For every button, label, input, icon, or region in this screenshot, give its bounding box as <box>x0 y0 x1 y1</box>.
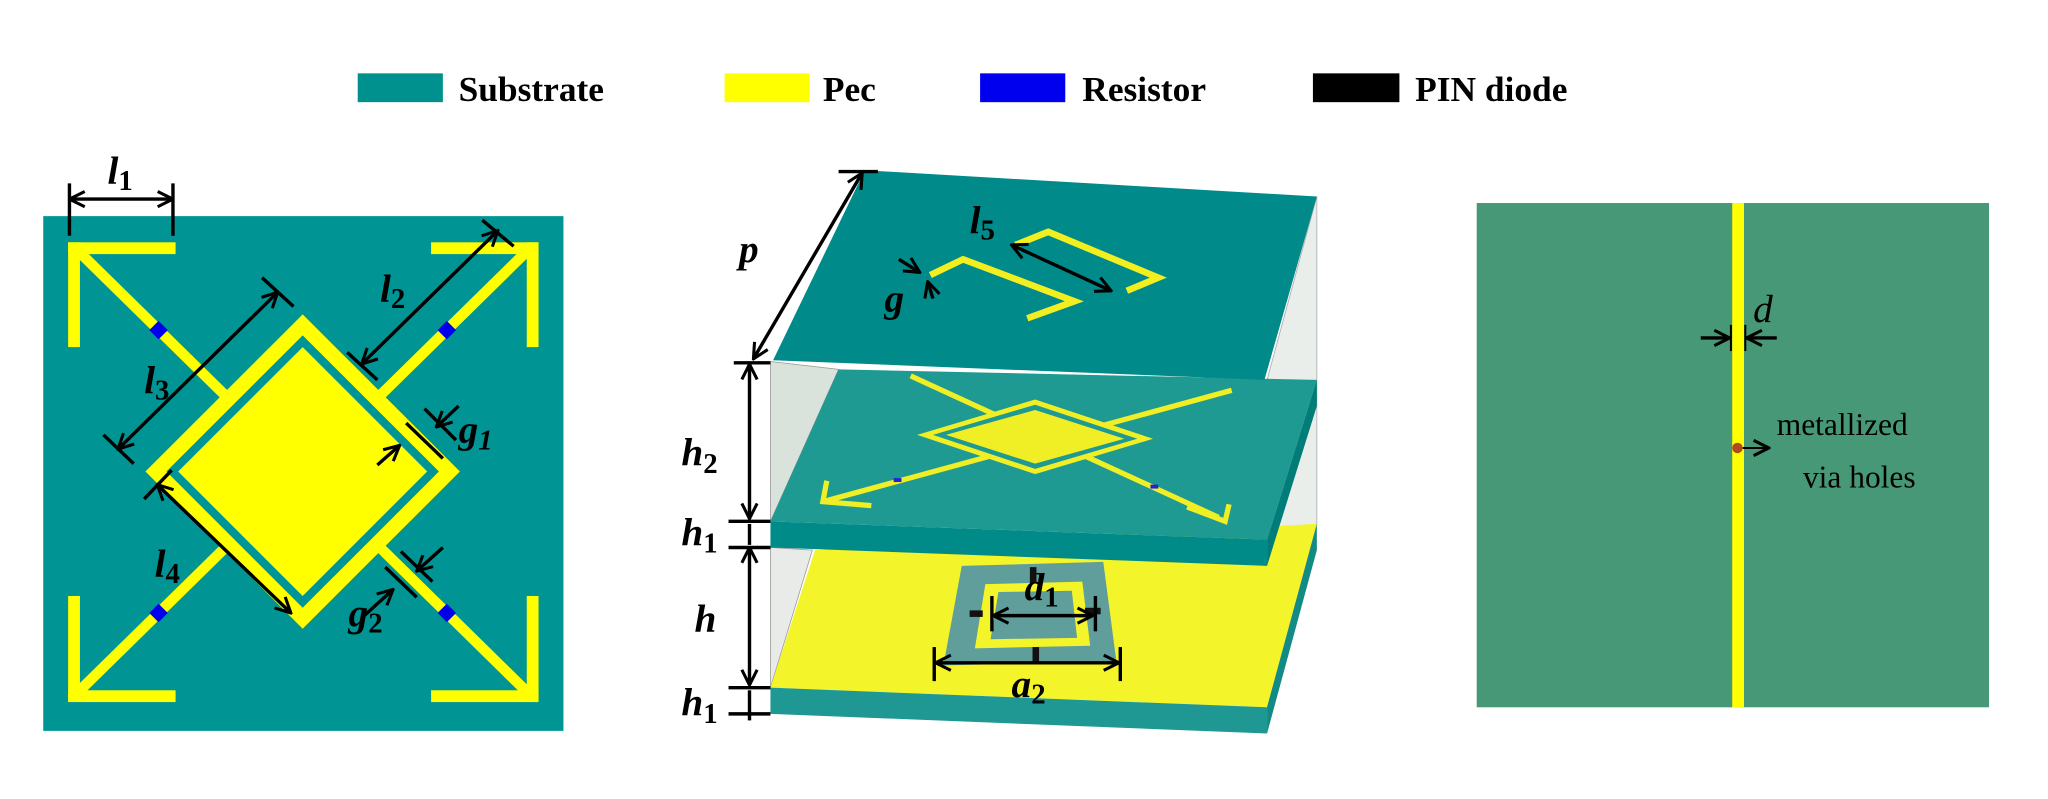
middle-diamond-patch <box>946 409 1125 464</box>
legend-label-resistor: Resistor <box>1082 69 1206 109</box>
dimension-l2: l2 <box>346 218 515 382</box>
svg-text:l1: l1 <box>107 148 132 197</box>
svg-text:d1: d1 <box>1025 565 1059 614</box>
top-substrate <box>773 170 1317 380</box>
svg-text:d: d <box>1753 287 1773 331</box>
svg-text:a2: a2 <box>1012 662 1046 711</box>
legend-swatch-resistor <box>980 73 1066 103</box>
svg-text:l5: l5 <box>970 198 995 247</box>
svg-text:l2: l2 <box>380 266 405 315</box>
legend-label-pin-diode: PIN diode <box>1415 69 1567 109</box>
legend-label-pec: Pec <box>823 69 876 109</box>
side-wall-left-lower <box>770 547 813 688</box>
svg-text:p: p <box>736 227 759 271</box>
svg-text:g1: g1 <box>458 408 493 457</box>
bottom-view: d metallized via holes <box>1476 203 1990 708</box>
svg-text:h1: h1 <box>681 510 717 560</box>
legend-swatch-substrate <box>357 73 443 103</box>
via-note-line2: via holes <box>1803 459 1916 494</box>
svg-text:h1: h1 <box>681 680 717 730</box>
dimension-g: g <box>883 259 932 321</box>
dimension-l4: l4 <box>142 469 291 613</box>
legend-label-substrate: Substrate <box>459 69 604 109</box>
legend-swatch-pin-diode <box>1312 73 1400 103</box>
dimension-stack-heights: h2 h1 h h1 <box>681 361 771 730</box>
legend: Substrate Pec Resistor PIN diode <box>357 69 1567 109</box>
feed-strip <box>1732 203 1745 708</box>
resistor <box>893 478 902 483</box>
dimension-p: p <box>736 169 878 359</box>
svg-text:g2: g2 <box>348 591 383 640</box>
dimension-a2: a2 <box>932 647 1123 711</box>
svg-text:l4: l4 <box>155 541 180 590</box>
dimension-l3: l3 <box>102 276 295 465</box>
svg-text:h: h <box>694 596 716 640</box>
svg-text:l3: l3 <box>144 358 169 407</box>
dimension-g1: g1 <box>376 404 493 467</box>
bottom-substrate-side <box>1267 523 1317 734</box>
svg-text:g: g <box>883 277 904 321</box>
dimension-d1: d1 <box>990 565 1098 632</box>
middle-substrate-side <box>1267 379 1317 566</box>
middle-substrate-front <box>770 521 1268 566</box>
via-note-line1: metallized <box>1777 407 1908 442</box>
dimension-l5: l5 <box>970 198 1112 291</box>
dimension-l1: l1 <box>67 148 175 236</box>
svg-text:h2: h2 <box>681 430 717 480</box>
top-view-unit-cell: l1 l2 l3 l4 g1 g2 <box>43 148 564 731</box>
legend-swatch-pec <box>724 73 810 103</box>
dimension-g2: g2 <box>348 546 445 640</box>
dimension-d: d <box>1700 287 1777 352</box>
bottom-substrate-front <box>770 687 1268 734</box>
resistor <box>1150 484 1159 489</box>
via-hole <box>1732 442 1743 454</box>
perspective-view: p l5 g h2 h1 h h1 d1 <box>681 169 1318 734</box>
